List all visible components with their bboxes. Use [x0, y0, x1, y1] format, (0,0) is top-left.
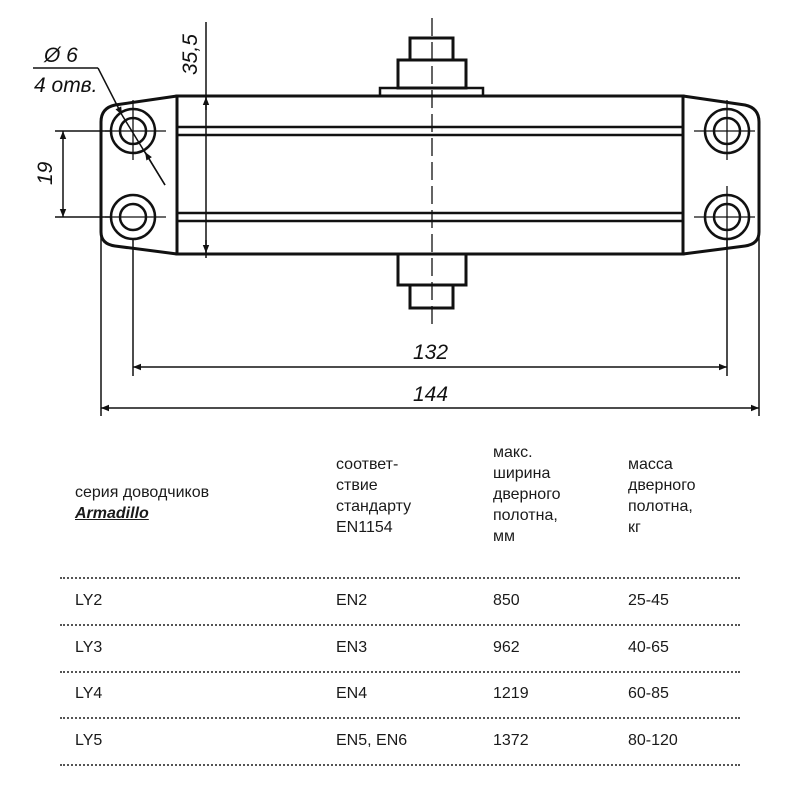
header-text: стандарту — [336, 498, 412, 515]
cell-mass: 80-120 — [628, 731, 678, 749]
header-text: полотна, — [628, 498, 693, 515]
header-standard: соответ- ствие стандарту EN1154 — [336, 454, 411, 538]
row-divider — [60, 717, 740, 719]
dim-height-label: 35,5 — [179, 34, 202, 75]
hole-count-label: 4 отв. — [34, 74, 97, 97]
cell-series: LY2 — [75, 592, 103, 609]
cell-mass: 40-65 — [628, 638, 669, 656]
door-closer-drawing: 35,5 19 Ø 6 4 отв. 132 144 — [33, 18, 761, 416]
header-text: масса — [628, 456, 673, 473]
header-text: полотна, — [493, 507, 558, 524]
cell-series: LY5 — [75, 731, 103, 749]
dimension-lines — [33, 22, 760, 416]
cell-series: LY3 — [75, 638, 103, 656]
header-text: соответ- — [336, 456, 399, 473]
header-text: кг — [628, 519, 641, 536]
closer-body — [99, 36, 761, 310]
cell-series: LY4 — [75, 685, 103, 702]
header-text: EN1154 — [336, 519, 393, 536]
cell-standard: EN4 — [336, 685, 368, 702]
header-series: серия доводчиков Armadillo — [75, 482, 209, 524]
row-divider — [60, 624, 740, 626]
header-mass: масса дверного полотна, кг — [628, 454, 696, 538]
cell-max-width: 1372 — [493, 731, 529, 749]
row-divider — [60, 671, 740, 673]
dim-hole-spacing-label: 19 — [34, 161, 57, 185]
cell-standard: EN5, EN6 — [336, 731, 408, 749]
header-text: макс. — [493, 444, 533, 461]
cell-standard: EN3 — [336, 638, 368, 656]
row-divider — [60, 577, 740, 579]
cell-mass: 60-85 — [628, 685, 669, 702]
header-text: ствие — [336, 477, 378, 494]
header-text: дверного — [493, 486, 561, 503]
header-text: дверного — [628, 477, 696, 494]
cell-max-width: 850 — [493, 592, 520, 609]
brand-name: Armadillo — [75, 505, 149, 522]
center-lines — [105, 18, 755, 330]
cell-max-width: 1219 — [493, 685, 529, 702]
cell-mass: 25-45 — [628, 592, 669, 609]
header-text: серия доводчиков — [75, 484, 210, 501]
dim-hole-distance-label: 132 — [413, 341, 448, 364]
cell-standard: EN2 — [336, 592, 368, 609]
hole-diameter-label: Ø 6 — [43, 44, 78, 67]
row-divider — [60, 764, 740, 766]
dim-overall-length-label: 144 — [413, 383, 448, 406]
header-text: ширина — [493, 465, 551, 482]
header-text: мм — [493, 528, 515, 545]
cell-max-width: 962 — [493, 638, 520, 656]
header-max-width: макс. ширина дверного полотна, мм — [493, 442, 561, 547]
